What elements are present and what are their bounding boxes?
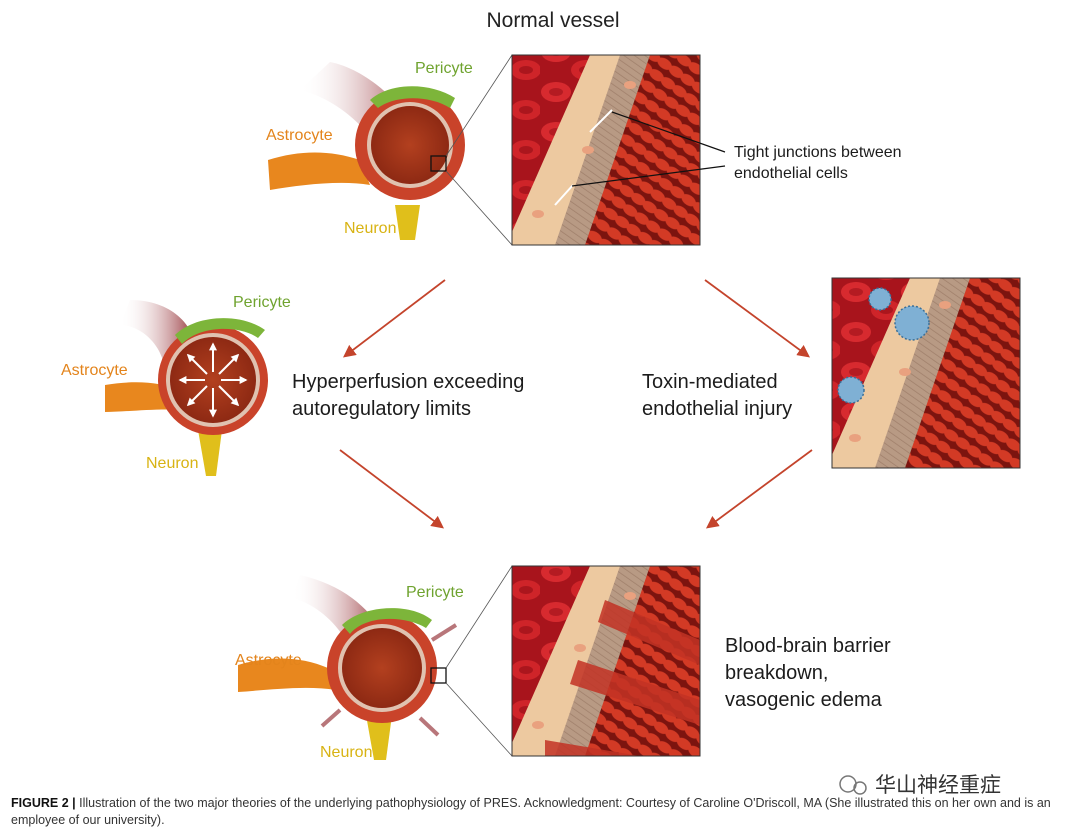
toxin-text-line2: endothelial injury: [642, 398, 792, 420]
toxin-injury-inset: [832, 278, 1020, 468]
wechat-watermark: 华山神经重症: [839, 773, 1001, 797]
hyperperfusion-text-line2: autoregulatory limits: [292, 398, 471, 420]
tight-junctions-label-line2: endothelial cells: [734, 165, 848, 182]
caption-text: Illustration of the two major theories o…: [11, 796, 1051, 827]
breakdown-zoom-inset: [512, 566, 700, 756]
hyperperfusion-text-line1: Hyperperfusion exceeding: [292, 371, 524, 393]
label-neuron-bottom: Neuron: [320, 744, 372, 761]
figure-caption: FIGURE 2 | Illustration of the two major…: [11, 795, 1066, 829]
arrow-hyperperfusion-to-breakdown: [339, 449, 445, 529]
arrow-to-hyperperfusion: [342, 279, 446, 358]
label-pericyte-bottom: Pericyte: [406, 584, 464, 601]
neuron-process: [395, 205, 420, 240]
watermark-text: 华山神经重症: [875, 773, 1001, 797]
toxin-text-line1: Toxin-mediated: [642, 371, 778, 393]
tight-junction-pointer-1: [611, 111, 726, 153]
label-astrocyte-top: Astrocyte: [266, 127, 333, 144]
astrocyte-process: [268, 152, 370, 190]
hyperperfusion-vessel: [105, 300, 268, 476]
label-neuron-left: Neuron: [146, 455, 198, 472]
outcome-text-line3: vasogenic edema: [725, 689, 883, 711]
label-neuron-top: Neuron: [344, 220, 396, 237]
caption-label: FIGURE 2 |: [11, 796, 76, 810]
tight-junction-pointer-2: [571, 165, 726, 187]
normal-vessel-zoom-inset: [512, 55, 700, 245]
outcome-text-line1: Blood-brain barrier: [725, 635, 891, 657]
label-astrocyte-bottom: Astrocyte: [235, 652, 302, 669]
normal-vessel-cross-section: [268, 54, 513, 246]
zoom-box: [430, 155, 447, 172]
outcome-text-line2: breakdown,: [725, 662, 828, 684]
pericyte-shape: [370, 86, 455, 108]
tight-junctions-label-line1: Tight junctions between: [734, 144, 902, 161]
label-pericyte-left: Pericyte: [233, 294, 291, 311]
arrow-toxin-to-breakdown: [705, 449, 813, 529]
breakdown-vessel-cross-section: [238, 565, 513, 760]
diagram-title: Normal vessel: [486, 9, 619, 32]
label-pericyte-top: Pericyte: [415, 60, 473, 77]
arrow-to-toxin: [704, 279, 811, 358]
label-astrocyte-left: Astrocyte: [61, 362, 128, 379]
